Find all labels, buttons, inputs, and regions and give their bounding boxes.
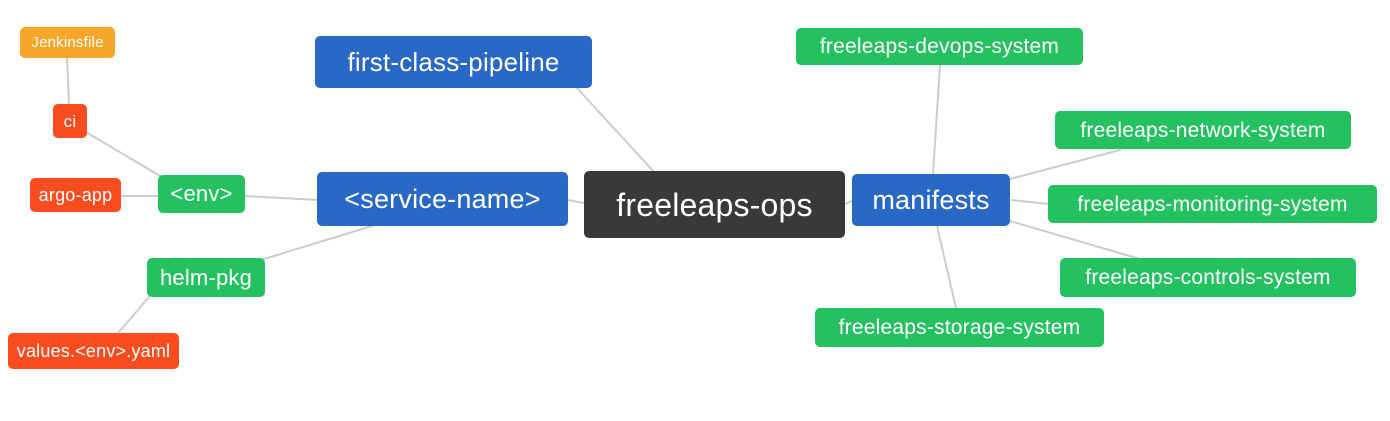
- node-label: manifests: [872, 184, 990, 215]
- edge-first-class-pipeline-freeleaps-ops: [576, 87, 656, 174]
- node-label: <service-name>: [344, 183, 541, 214]
- node-label: first-class-pipeline: [347, 47, 560, 77]
- edge-ci-env: [83, 130, 173, 184]
- node-label: <env>: [170, 181, 233, 206]
- node-freeleaps-monitoring-system[interactable]: freeleaps-monitoring-system: [1048, 185, 1377, 223]
- node-env[interactable]: <env>: [158, 175, 245, 213]
- node-label: Jenkinsfile: [31, 34, 104, 51]
- node-freeleaps-storage-system[interactable]: freeleaps-storage-system: [815, 308, 1104, 347]
- node-ci[interactable]: ci: [53, 104, 87, 138]
- node-first-class-pipeline[interactable]: first-class-pipeline: [315, 36, 592, 88]
- node-freeleaps-controls-system[interactable]: freeleaps-controls-system: [1060, 258, 1356, 297]
- node-manifests[interactable]: manifests: [852, 174, 1010, 226]
- node-label: helm-pkg: [159, 264, 253, 290]
- node-label: values.<env>.yaml: [16, 341, 171, 361]
- edge-values-env-yaml-helm-pkg: [117, 296, 150, 334]
- node-freeleaps-devops-system[interactable]: freeleaps-devops-system: [796, 28, 1083, 65]
- node-argo-app[interactable]: argo-app: [30, 178, 121, 212]
- edge-manifests-freeleaps-network-system: [1009, 149, 1121, 180]
- node-label: freeleaps-ops: [616, 186, 813, 223]
- node-freeleaps-network-system[interactable]: freeleaps-network-system: [1055, 111, 1351, 149]
- node-label: freeleaps-monitoring-system: [1077, 192, 1348, 216]
- node-label: ci: [63, 111, 77, 131]
- edge-manifests-freeleaps-devops-system: [932, 64, 941, 175]
- edge-jenkinsfile-ci: [66, 57, 70, 105]
- node-label: freeleaps-controls-system: [1085, 266, 1331, 289]
- node-jenkinsfile[interactable]: Jenkinsfile: [20, 27, 115, 58]
- edge-freeleaps-ops-manifests: [844, 200, 853, 205]
- node-helm-pkg[interactable]: helm-pkg: [147, 258, 265, 297]
- edge-manifests-freeleaps-monitoring-system: [1011, 199, 1049, 205]
- edge-manifests-freeleaps-controls-system: [1009, 220, 1141, 260]
- edge-helm-pkg-service-name: [263, 225, 373, 260]
- edge-manifests-freeleaps-storage-system: [936, 225, 957, 309]
- node-label: argo-app: [38, 185, 113, 205]
- node-values-env-yaml[interactable]: values.<env>.yaml: [8, 333, 179, 369]
- edge-service-name-freeleaps-ops: [567, 199, 585, 204]
- node-freeleaps-ops[interactable]: freeleaps-ops: [584, 171, 845, 238]
- node-label: freeleaps-devops-system: [819, 35, 1060, 58]
- node-label: freeleaps-network-system: [1080, 118, 1326, 142]
- node-service-name[interactable]: <service-name>: [317, 172, 568, 226]
- node-label: freeleaps-storage-system: [838, 316, 1081, 339]
- edge-env-service-name: [244, 195, 319, 201]
